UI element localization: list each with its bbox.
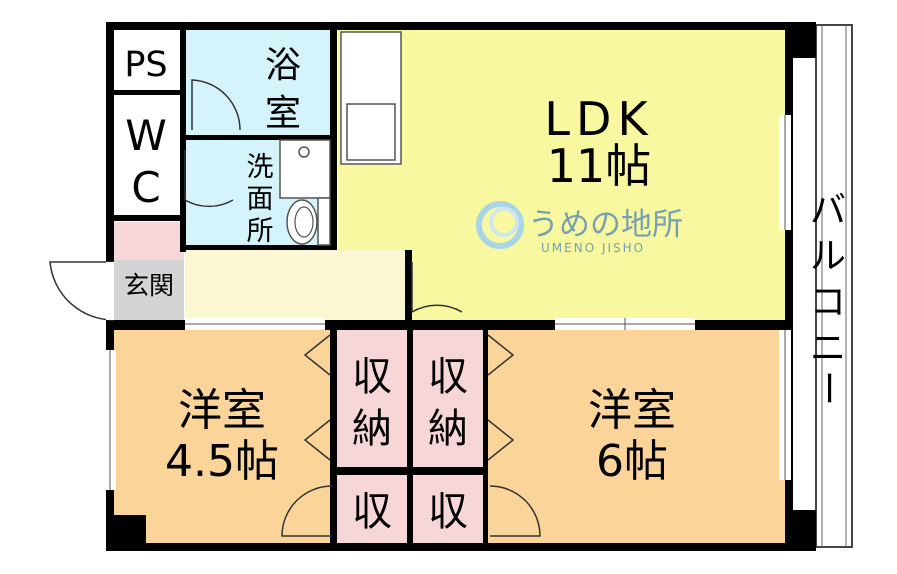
storage-right-floor [413, 330, 483, 467]
western-room-right-floor [485, 330, 785, 543]
bath-floor [185, 30, 330, 135]
windows [104, 115, 791, 490]
balcony-label-3: コ [810, 282, 846, 323]
logo-name: うめの地所 [528, 207, 683, 243]
western-right-label: 洋室 [588, 385, 676, 436]
entrance-label: 玄関 [124, 271, 174, 300]
washroom-label-2: 面 [247, 184, 274, 215]
storage-left-label-1: 収 [352, 354, 392, 400]
doors [49, 79, 541, 537]
washbasin [279, 139, 331, 199]
storage-right-label-1: 収 [428, 354, 468, 400]
bath-label-1: 浴 [265, 45, 301, 86]
hallway-floor [185, 250, 405, 322]
wc-label-w: W [125, 111, 167, 160]
ps-label: PS [124, 45, 167, 85]
ldk-size: 11帖 [547, 139, 652, 193]
entrance-step [114, 222, 184, 260]
ldk-label: LDK [544, 92, 653, 146]
walls [106, 22, 816, 551]
balcony-label-4: ニ [810, 328, 846, 369]
closet-right-label: 収 [428, 489, 468, 535]
company-logo: うめの地所 UMENO JISHO [476, 201, 683, 255]
balcony-label-5: ー [807, 370, 848, 406]
storage-left-label-2: 納 [352, 406, 392, 452]
bath-label-2: 室 [265, 93, 301, 134]
western-right-size: 6帖 [596, 436, 668, 487]
western-left-size: 4.5帖 [165, 436, 279, 487]
storage-left-floor [337, 330, 407, 467]
western-room-left-floor [114, 330, 332, 543]
closet-left-floor [337, 475, 407, 543]
washroom-label-1: 洗 [247, 152, 274, 183]
balcony-label-1: バ [810, 190, 846, 231]
closet-right-floor [413, 475, 483, 543]
storage-right-label-2: 納 [428, 406, 468, 452]
entrance-floor [114, 260, 184, 320]
kitchen-counter [340, 31, 402, 165]
western-left-label: 洋室 [178, 385, 266, 436]
closet-left-label: 収 [352, 489, 392, 535]
balcony-label-2: ル [810, 236, 846, 277]
wc-label-c: C [131, 163, 160, 212]
washroom-label-3: 所 [247, 216, 274, 247]
logo-subtitle: UMENO JISHO [541, 241, 645, 255]
toilet-icon [286, 197, 331, 246]
